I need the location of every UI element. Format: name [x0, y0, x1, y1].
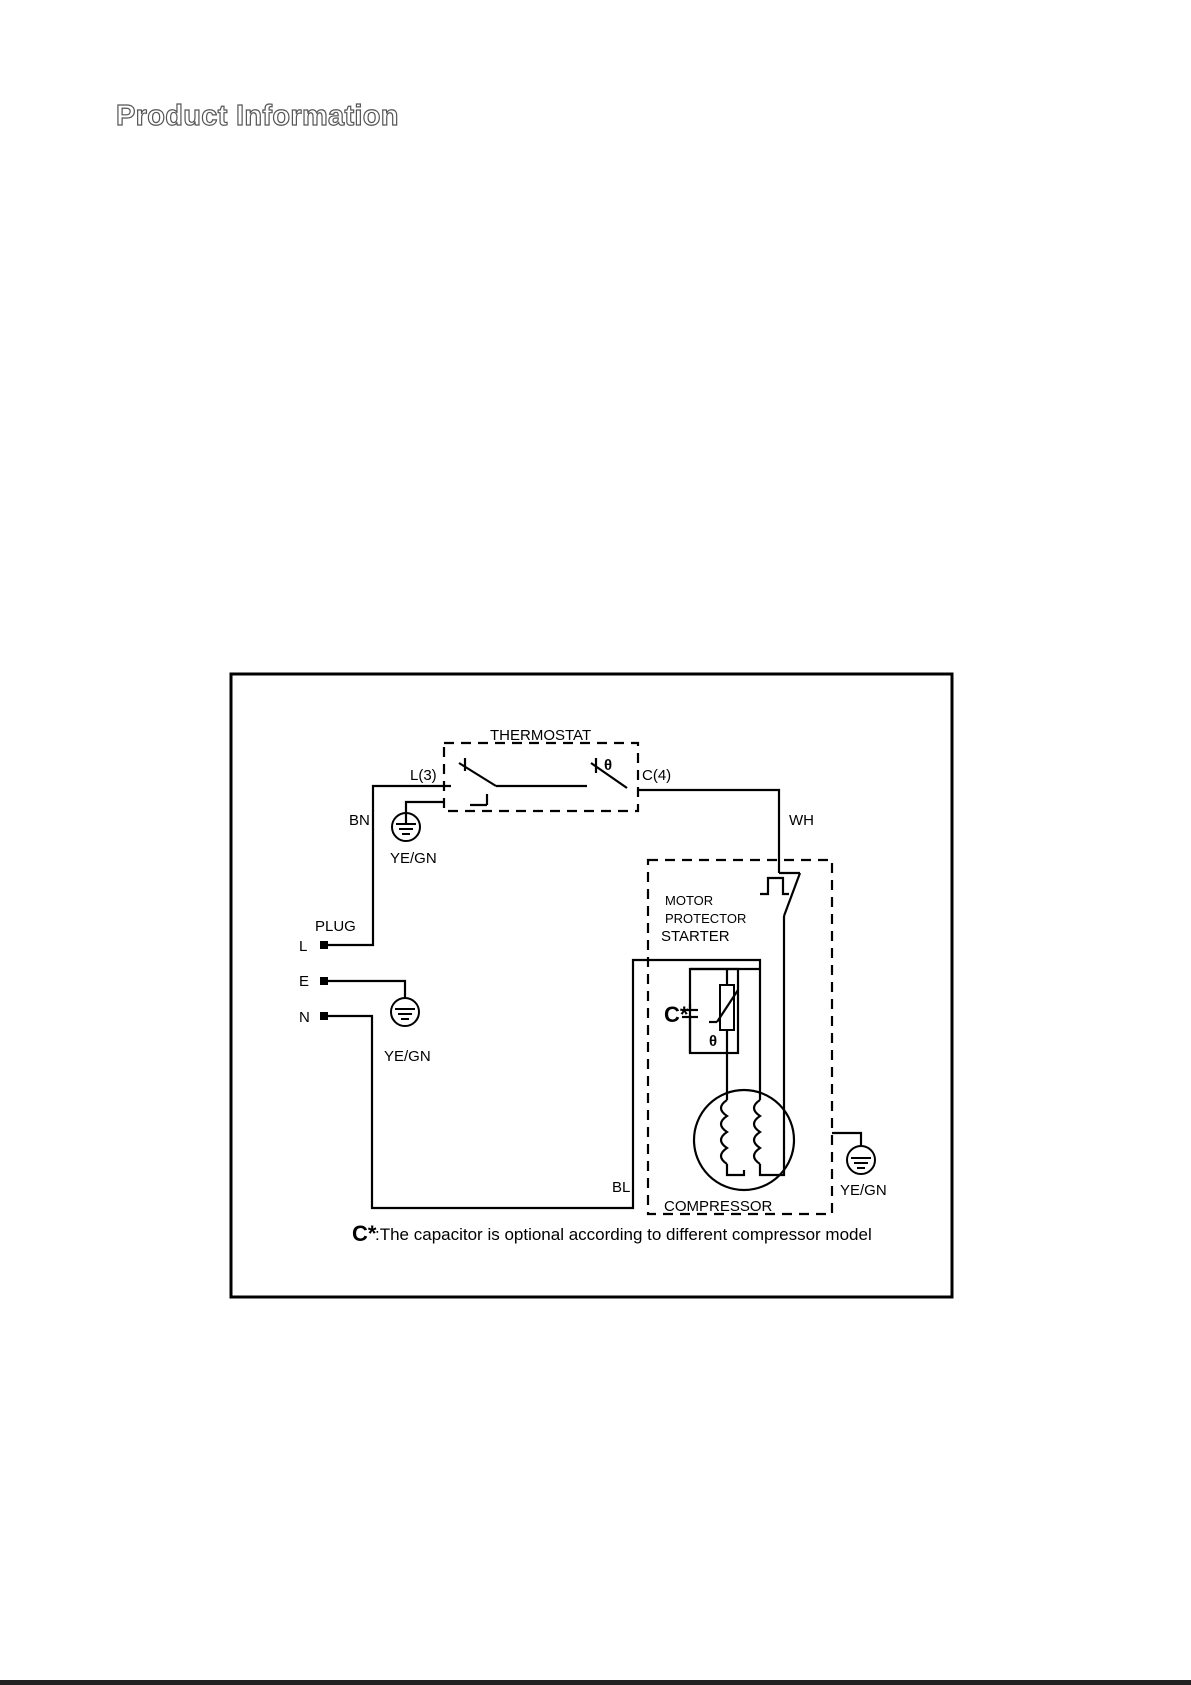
wire-wh-label: WH — [789, 812, 814, 829]
ground-label-right: YE/GN — [840, 1182, 887, 1199]
ptc-thermistor-icon — [709, 969, 738, 1085]
pin-n-label: N — [299, 1009, 310, 1026]
compressor-motor-icon — [694, 1085, 794, 1190]
ground-icon — [392, 812, 420, 841]
note-text: :The capacitor is optional according to … — [375, 1225, 872, 1244]
plug-label: PLUG — [315, 918, 356, 935]
starter-label: STARTER — [661, 928, 730, 945]
thermostat-terminal-left: L(3) — [410, 767, 437, 784]
diagram-frame — [231, 674, 952, 1297]
note-prefix: C* — [352, 1221, 377, 1246]
compressor-label: COMPRESSOR — [664, 1198, 773, 1215]
ground-label-plug: YE/GN — [384, 1048, 431, 1065]
motor-protector-label-1: MOTOR — [665, 893, 713, 908]
plug — [320, 941, 328, 1020]
bottom-rule — [0, 1680, 1191, 1685]
wire-bn-label: BN — [349, 812, 370, 829]
thermostat-theta: θ — [604, 757, 612, 774]
motor-protector-label-2: PROTECTOR — [665, 911, 746, 926]
pin-l-label: L — [299, 938, 307, 955]
pin-e-label: E — [299, 973, 309, 990]
capacitor-symbol: C* — [664, 1002, 689, 1027]
ground-label-top: YE/GN — [390, 850, 437, 867]
ground-icon — [847, 1146, 875, 1174]
ptc-theta: θ — [709, 1033, 717, 1050]
wire-bl — [328, 960, 636, 1208]
motor-protector-icon — [760, 873, 800, 916]
thermostat-box — [444, 743, 638, 811]
thermostat-switch-manual — [459, 758, 496, 805]
wire-bl-label: BL — [612, 1179, 630, 1196]
ground-icon — [391, 998, 419, 1026]
thermostat-terminal-right: C(4) — [642, 767, 671, 784]
thermostat-label: THERMOSTAT — [490, 727, 591, 744]
